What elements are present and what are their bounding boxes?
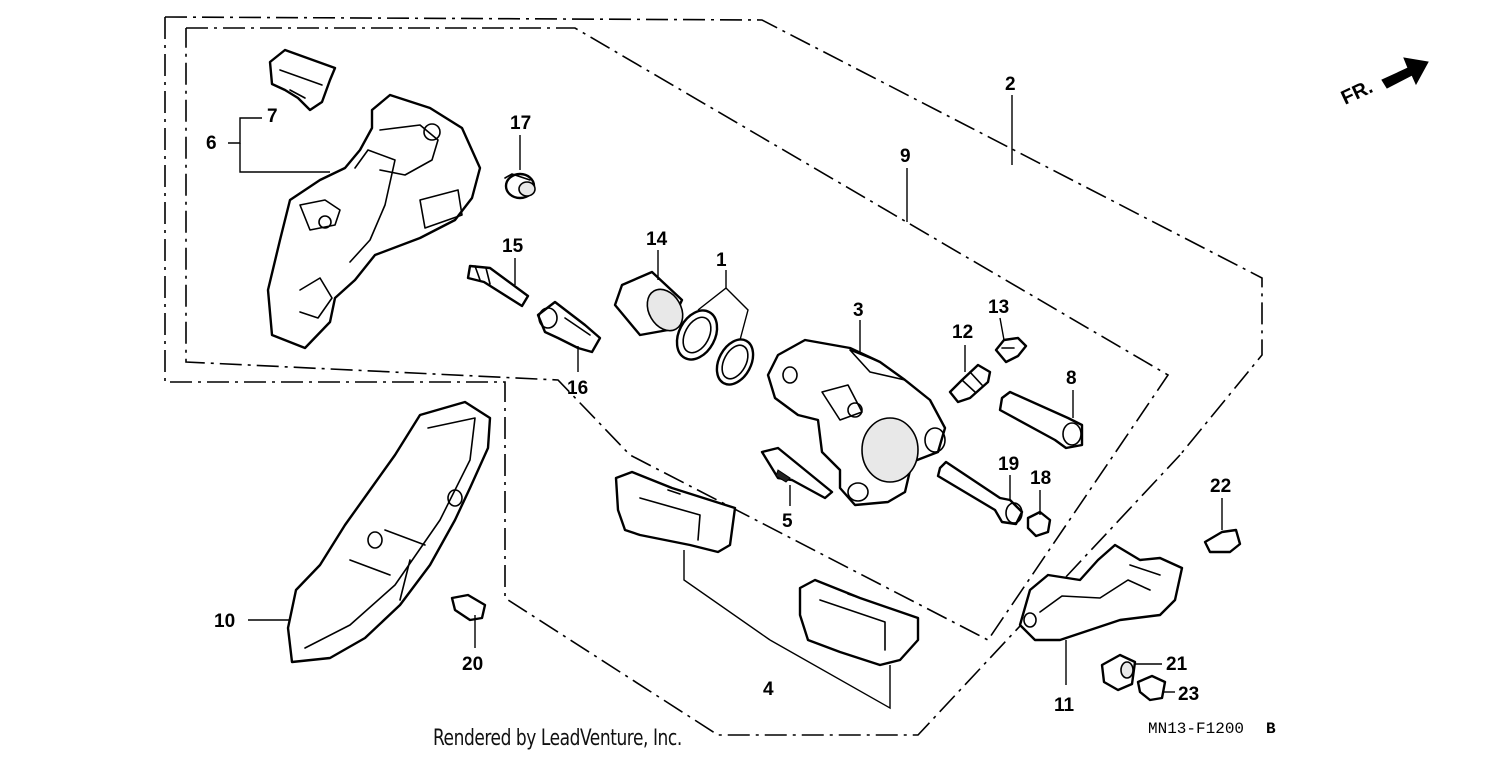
callout-13: 13 bbox=[988, 297, 1009, 318]
callout-8: 8 bbox=[1066, 368, 1077, 389]
callout-1: 1 bbox=[716, 250, 727, 271]
pin-bolt-19 bbox=[936, 460, 1024, 526]
caliper-body bbox=[766, 338, 947, 507]
callout-7: 7 bbox=[267, 106, 278, 127]
cap-17 bbox=[504, 172, 536, 200]
callout-6: 6 bbox=[206, 133, 217, 154]
piston-14 bbox=[613, 270, 684, 337]
callout-22: 22 bbox=[1210, 476, 1231, 497]
bolt-20 bbox=[450, 593, 487, 622]
callout-15: 15 bbox=[502, 236, 524, 257]
callout-10: 10 bbox=[214, 611, 235, 632]
bleeder-cap-13 bbox=[994, 336, 1028, 364]
pin-8 bbox=[998, 390, 1084, 450]
callout-14: 14 bbox=[646, 229, 668, 250]
credit-text: Rendered by LeadVenture, Inc. bbox=[433, 726, 682, 751]
callout-5: 5 bbox=[782, 511, 793, 532]
callout-9: 9 bbox=[900, 146, 911, 167]
front-arrow-icon bbox=[1381, 57, 1429, 89]
callout-12: 12 bbox=[952, 322, 973, 343]
bolt-23 bbox=[1136, 674, 1167, 702]
callout-3: 3 bbox=[853, 300, 864, 321]
callout-4: 4 bbox=[763, 679, 774, 700]
callout-18: 18 bbox=[1030, 468, 1051, 489]
diagram-code: MN13-F1200 B bbox=[1148, 720, 1276, 738]
callout-labels: 1 2 3 4 5 6 7 8 9 10 11 12 13 14 15 16 1… bbox=[206, 74, 1231, 716]
caliper-bracket bbox=[266, 93, 482, 350]
callout-19: 19 bbox=[998, 454, 1019, 475]
callout-21: 21 bbox=[1166, 654, 1188, 675]
bolt-22 bbox=[1203, 528, 1242, 554]
brake-pads-4 bbox=[614, 470, 920, 667]
seals-1 bbox=[675, 309, 755, 386]
front-direction-indicator: FR. bbox=[1338, 57, 1429, 110]
callout-20: 20 bbox=[462, 654, 483, 675]
leader-lines bbox=[228, 95, 1223, 710]
diagram-code-suffix: B bbox=[1266, 720, 1276, 738]
callout-17: 17 bbox=[510, 113, 531, 134]
bleeder-12 bbox=[948, 363, 992, 404]
callout-16: 16 bbox=[567, 378, 588, 399]
callout-11: 11 bbox=[1054, 695, 1075, 716]
callout-2: 2 bbox=[1005, 74, 1016, 95]
pin-bolt-15 bbox=[466, 264, 530, 308]
assembly-boundary bbox=[164, 16, 1263, 736]
pad-spring-5 bbox=[760, 446, 834, 500]
pin-bolt-16 bbox=[536, 300, 602, 354]
callout-23: 23 bbox=[1178, 684, 1199, 705]
front-label: FR. bbox=[1338, 76, 1376, 110]
guard-bracket-11 bbox=[1018, 543, 1184, 642]
retainer-clip bbox=[268, 48, 337, 112]
collar-21 bbox=[1100, 653, 1137, 692]
nut-18 bbox=[1026, 510, 1052, 538]
diagram-code-text: MN13-F1200 bbox=[1148, 720, 1244, 738]
disc-guard-10 bbox=[286, 400, 492, 664]
